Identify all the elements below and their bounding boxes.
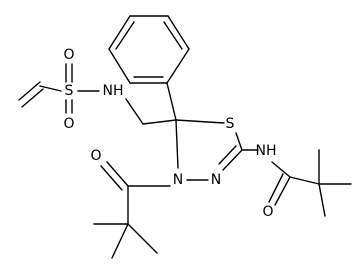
- bond-C5-phenyl: [166, 82, 177, 121]
- bond-ph-inner-b: [115, 21, 135, 50]
- bond-NH-CH2: [125, 98, 144, 125]
- atom-S-sulfonyl: S: [65, 83, 74, 99]
- bond-N4-C5: [175, 119, 179, 169]
- vinyl-group: [18, 81, 62, 108]
- bond-vinyl-double-a: [21, 88, 44, 108]
- bond-ph-inner-a: [163, 21, 183, 50]
- atom-NH-amide: NH: [256, 143, 277, 159]
- atom-O-amide: O: [262, 204, 273, 220]
- pivaloyl-group: [93, 161, 171, 259]
- linker: [125, 98, 177, 125]
- atom-labels: S O O NH S N N NH O O: [63, 47, 276, 220]
- bond-Cq2-methyl-2: [127, 223, 158, 254]
- bond-CO-a: [274, 176, 291, 206]
- bond-ph-1-2: [166, 48, 190, 84]
- bond-CH2-C5: [142, 119, 177, 125]
- bond-vinyl-double-b: [18, 81, 41, 101]
- bond-ph-5-6: [108, 48, 131, 84]
- atom-S-ring: S: [226, 116, 235, 132]
- bond-Cq2-methyl-3: [111, 223, 129, 259]
- atom-O-sulfonyl-top: O: [63, 47, 74, 63]
- bond-C2-N3-a: [222, 149, 243, 171]
- atom-N-ring-3: N: [211, 172, 221, 188]
- sulfonyl-group: [65, 63, 100, 114]
- thiadiazoline-ring: [175, 119, 243, 181]
- bond-ph-2-3: [167, 15, 190, 50]
- bond-acyl-CO-a: [106, 161, 129, 187]
- bond-vinyl-to-S: [39, 85, 62, 92]
- atom-N-ring-4: N: [173, 172, 183, 188]
- atom-O-sulfonyl-bottom: O: [63, 116, 74, 132]
- bond-NH-carbonyl: [271, 161, 291, 178]
- bond-CO-b: [268, 173, 284, 203]
- bond-carbonyl-Cq: [289, 176, 320, 185]
- bond-ph-4-5: [108, 15, 131, 50]
- atom-O-acyl: O: [90, 148, 101, 164]
- bond-acyl-CO-b: [100, 165, 123, 191]
- bond-Cq-methyl-3: [318, 183, 326, 217]
- phenyl-ring: [108, 15, 190, 121]
- pivalamide-group: [241, 149, 352, 217]
- bond-C2-N3-b: [218, 145, 237, 165]
- bond-S-C2: [235, 132, 243, 151]
- atom-NH-sulfonamide: NH: [103, 83, 124, 99]
- bond-C5-S: [175, 119, 225, 124]
